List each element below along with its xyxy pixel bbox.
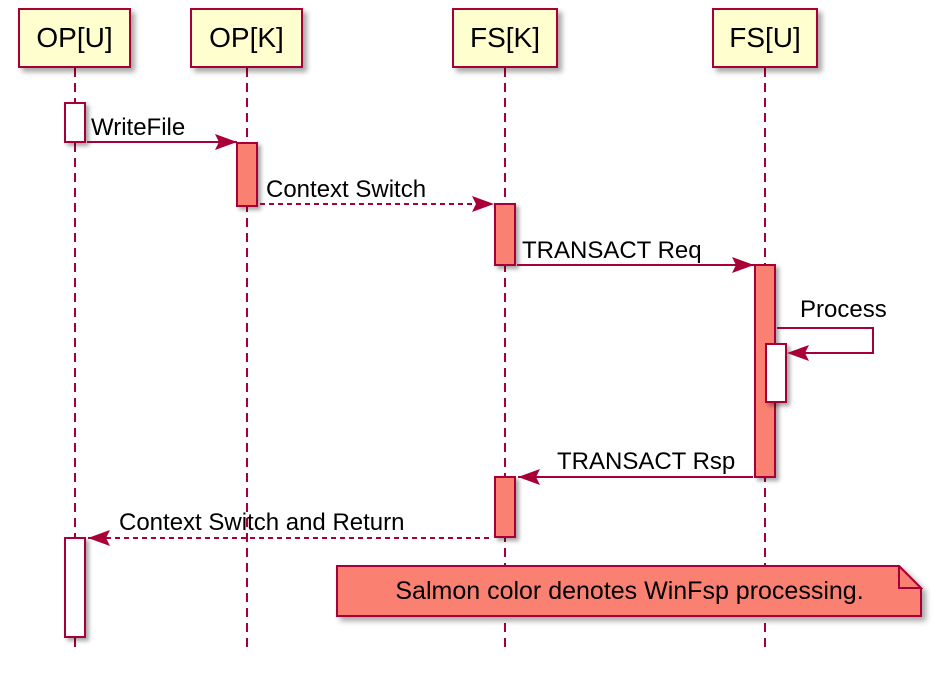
message-line-transact-req [517,264,754,266]
message-line-context-switch-return [88,537,493,539]
participant-box-opk: OP[K] [190,8,303,68]
activation-fsk-1 [494,203,516,266]
message-label-transact-rsp: TRANSACT Rsp [557,448,736,475]
lifeline-opk [246,68,248,652]
message-line-context-switch [260,203,494,205]
activation-fsu-nested [765,343,787,403]
message-line-writefile [87,141,237,143]
participant-box-fsk: FS[K] [452,8,558,68]
note-text: Salmon color denotes WinFsp processing. [395,577,864,605]
message-label-context-switch: Context Switch [266,176,427,203]
self-message-side-line [872,327,874,354]
participant-label-opk: OP[K] [209,22,284,53]
self-message-bottom-line [790,352,874,354]
activation-opu-2 [64,537,86,638]
note: Salmon color denotes WinFsp processing. [336,565,923,618]
message-line-transact-rsp [518,476,753,478]
participant-box-opu: OP[U] [18,8,131,68]
activation-opu-1 [64,102,86,143]
participant-label-fsk: FS[K] [469,22,540,53]
lifeline-fsk [504,68,506,652]
message-label-writefile: WriteFile [91,114,186,141]
message-label-process: Process [800,296,887,323]
self-message-top-line [777,327,874,329]
participant-label-opu: OP[U] [36,22,113,53]
participant-box-fsu: FS[U] [712,8,818,68]
message-label-context-switch-return: Context Switch and Return [119,509,405,536]
message-label-transact-req: TRANSACT Req [522,237,702,264]
activation-opk [236,142,258,207]
lifeline-opu [74,68,76,652]
activation-fsk-2 [494,476,516,538]
note-paper-icon [336,565,923,617]
participant-label-fsu: FS[U] [729,22,801,53]
